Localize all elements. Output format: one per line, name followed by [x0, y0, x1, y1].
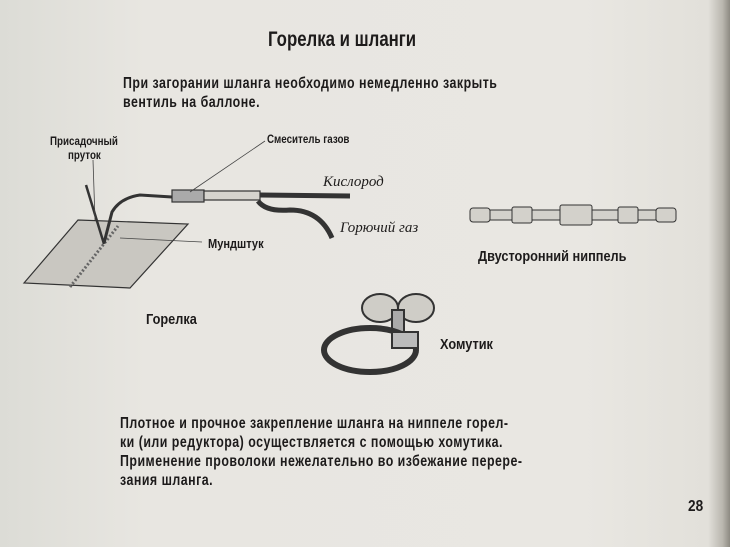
label-fuel-gas: Горючий газ — [340, 220, 419, 236]
warning-line: вентиль на баллоне. — [123, 94, 260, 111]
torch-illustration — [22, 184, 351, 289]
label-filler-rod-2: пруток — [68, 150, 101, 162]
torch-tip — [102, 193, 173, 244]
page-title: Горелка и шланги — [268, 28, 417, 51]
clamp-caption: Хомутик — [440, 336, 493, 353]
label-filler-rod: Присадочный — [50, 136, 118, 148]
label-tip: Мундштук — [208, 236, 264, 251]
body-line: Применение проволоки нежелательно во изб… — [120, 453, 523, 470]
page-number: 28 — [688, 498, 704, 515]
metal-plates — [22, 219, 190, 289]
warning-line: При загорании шланга необходимо немедлен… — [123, 75, 498, 92]
nipple-caption: Двусторонний ниппель — [478, 248, 627, 265]
gas-mixer — [171, 189, 205, 203]
label-oxygen: Кислород — [323, 174, 384, 190]
nipple-illustration — [469, 204, 677, 226]
body-line: зания шланга. — [120, 472, 214, 489]
label-mixer: Смеситель газов — [267, 134, 350, 146]
body-line: Плотное и прочное закрепление шланга на … — [120, 415, 509, 432]
leader-lines — [92, 140, 266, 243]
clamp-illustration — [321, 293, 435, 375]
body-line: ки (или редуктора) осуществляется с помо… — [120, 434, 503, 451]
torch-caption: Горелка — [146, 311, 197, 328]
